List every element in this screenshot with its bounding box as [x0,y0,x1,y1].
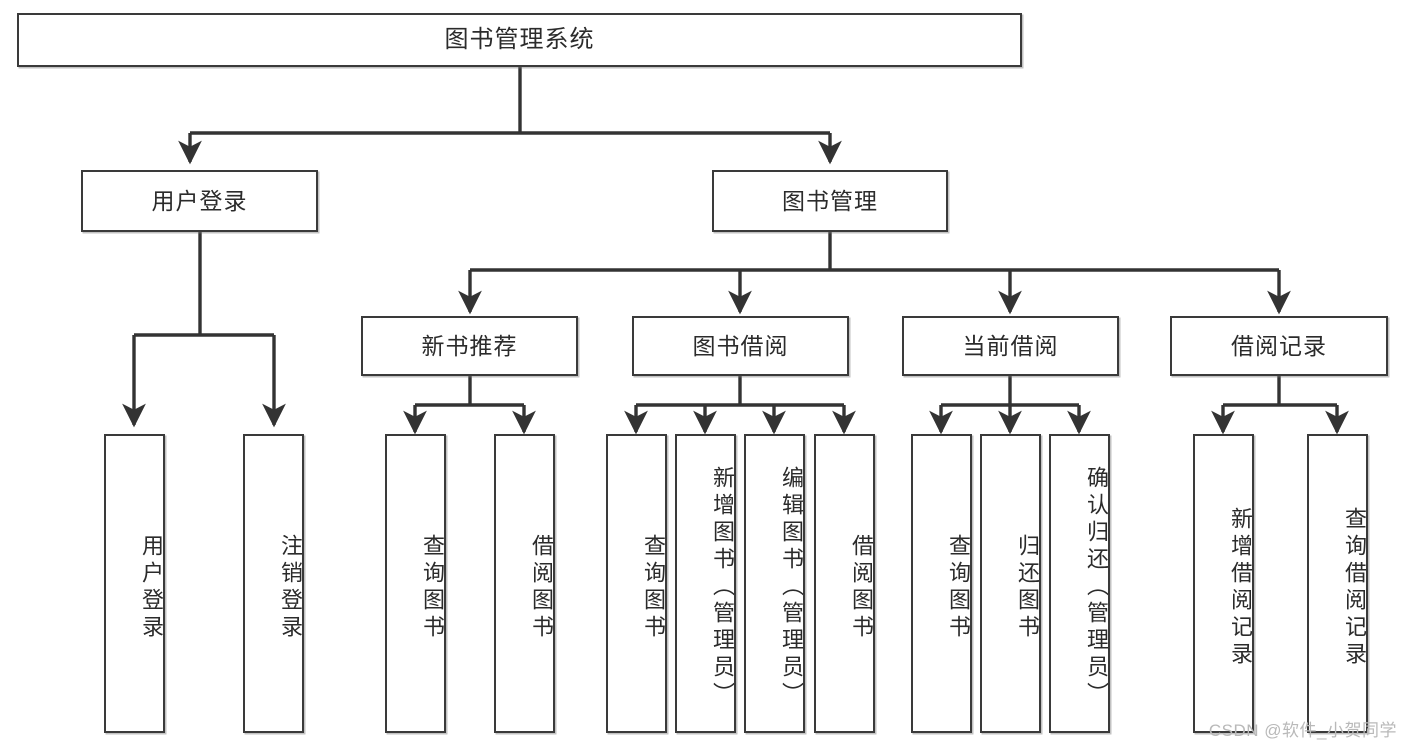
node-root-library-system[interactable]: 图书管理系统 [17,13,1022,67]
node-label: 确认归还（管理员） [1084,466,1109,709]
node-label: 图书管理 [782,187,878,214]
node-label: 图书管理系统 [444,26,595,53]
node-book-management[interactable]: 图书管理 [712,170,948,232]
node-current-borrow[interactable]: 当前借阅 [902,316,1119,376]
node-label: 查询图书 [641,533,666,642]
csdn-watermark: CSDN @软件_小贺同学 [1208,721,1397,740]
node-label: 当前借阅 [962,332,1059,359]
node-label: 归还图书 [1015,533,1040,642]
leaf-record-add-record[interactable]: 新增借阅记录 [1193,434,1254,733]
node-label: 用户登录 [151,187,248,214]
node-label: 借阅记录 [1231,332,1327,359]
node-label: 借阅图书 [529,533,554,642]
leaf-user-login[interactable]: 用户登录 [104,434,165,733]
node-user-login[interactable]: 用户登录 [81,170,318,232]
node-label: 查询图书 [946,533,971,642]
leaf-user-logout[interactable]: 注销登录 [243,434,304,733]
node-label: 借阅图书 [849,533,874,642]
leaf-current-query-book[interactable]: 查询图书 [911,434,972,733]
node-label: 用户登录 [139,533,164,642]
leaf-current-confirm-return-admin[interactable]: 确认归还（管理员） [1049,434,1110,733]
node-label: 查询图书 [420,533,445,642]
node-book-borrow[interactable]: 图书借阅 [632,316,849,376]
node-label: 查询借阅记录 [1342,506,1367,669]
leaf-borrow-edit-book-admin[interactable]: 编辑图书（管理员） [744,434,805,733]
node-new-book-recommend[interactable]: 新书推荐 [361,316,578,376]
node-label: 图书借阅 [692,332,789,359]
leaf-record-query-record[interactable]: 查询借阅记录 [1307,434,1368,733]
leaf-current-return-book[interactable]: 归还图书 [980,434,1041,733]
node-label: 新书推荐 [421,332,518,359]
node-label: 新增借阅记录 [1228,506,1253,669]
node-label: 新增图书（管理员） [710,466,735,709]
leaf-borrow-query-book[interactable]: 查询图书 [606,434,667,733]
node-label: 编辑图书（管理员） [779,466,804,709]
node-label: 注销登录 [278,533,303,642]
leaf-borrow-borrow-book[interactable]: 借阅图书 [814,434,875,733]
leaf-newbook-borrow-book[interactable]: 借阅图书 [494,434,555,733]
node-borrow-record[interactable]: 借阅记录 [1170,316,1388,376]
leaf-newbook-query-book[interactable]: 查询图书 [385,434,446,733]
leaf-borrow-add-book-admin[interactable]: 新增图书（管理员） [675,434,736,733]
